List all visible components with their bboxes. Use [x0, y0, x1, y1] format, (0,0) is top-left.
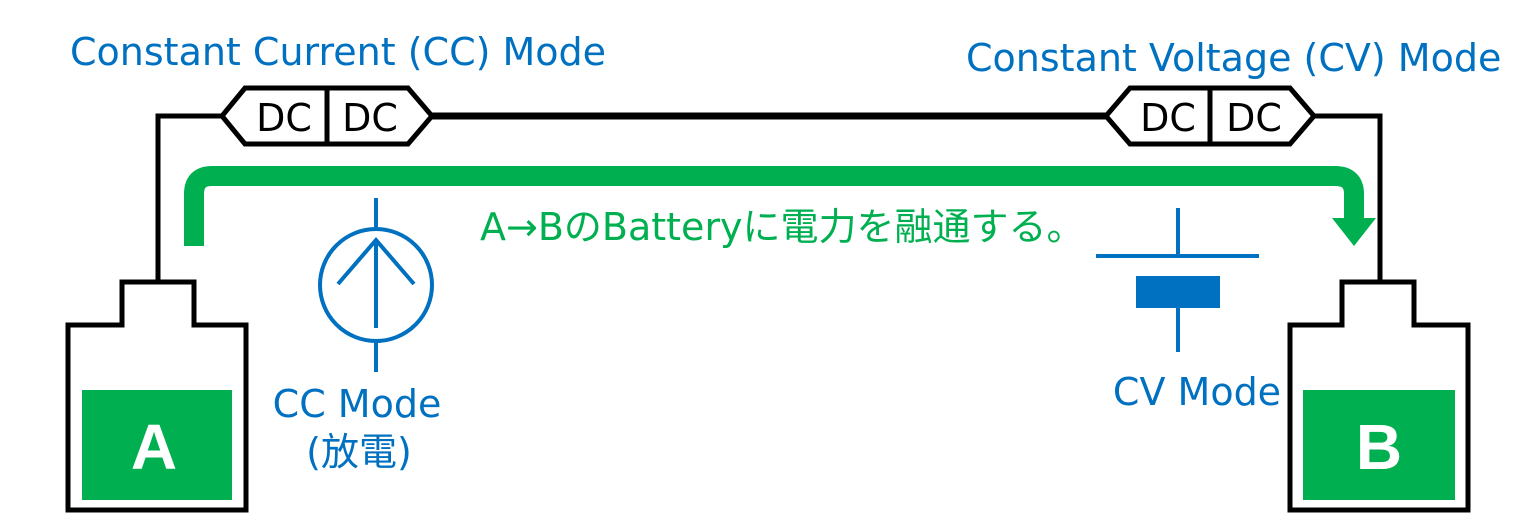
converter-left-label-out: DC: [342, 96, 398, 140]
power-flow-arrow: [184, 166, 1376, 246]
wire-right: [1312, 113, 1383, 282]
battery-b-label: B: [1356, 411, 1402, 483]
dcdc-converter-right: DC DC: [1102, 85, 1318, 147]
battery-a-fill: [82, 390, 232, 500]
current-source-icon: [318, 198, 434, 372]
cc-mode-title: Constant Current (CC) Mode: [70, 30, 606, 74]
flow-description: A→BのBatteryに電力を融通する。: [480, 205, 1085, 249]
cv-mode-title: Constant Voltage (CV) Mode: [966, 36, 1501, 80]
cv-source-label: CV Mode: [1113, 370, 1281, 414]
converter-right-label-in: DC: [1140, 96, 1196, 140]
wiring: [155, 112, 1383, 282]
battery-b-fill: [1303, 390, 1455, 500]
converter-left-label-in: DC: [256, 96, 312, 140]
flow-arrow-head-icon: [1332, 218, 1376, 246]
voltage-source-icon: [1096, 208, 1259, 352]
flow-arrow-path: [184, 166, 1364, 246]
cc-source-sublabel: (放電): [306, 430, 412, 474]
dcdc-converter-left: DC DC: [218, 85, 436, 147]
battery-a: A: [65, 279, 249, 513]
converter-right-label-out: DC: [1226, 96, 1282, 140]
wire-left: [155, 113, 222, 280]
cc-source-label: CC Mode: [273, 382, 442, 426]
battery-b: B: [1287, 279, 1471, 513]
battery-a-label: A: [131, 411, 177, 483]
